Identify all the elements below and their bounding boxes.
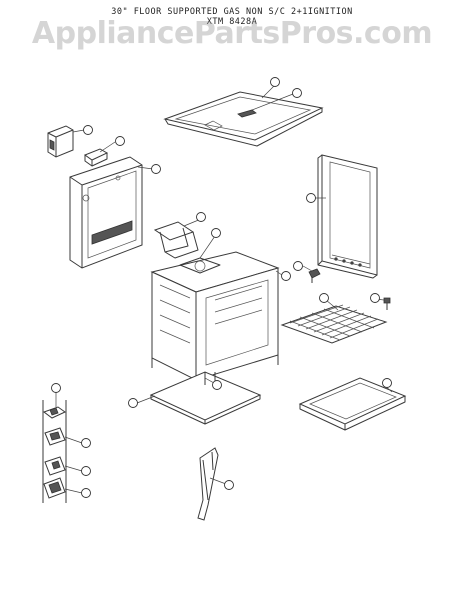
model-number: XTM 8428A: [206, 17, 258, 27]
callout-bubble[interactable]: [306, 193, 316, 203]
callout-bubble[interactable]: [81, 488, 91, 498]
part-callouts: [51, 77, 392, 498]
callout-bubble[interactable]: [293, 261, 303, 271]
diagram-title: 30" FLOOR SUPPORTED GAS NON S/C 2+1IGNIT…: [111, 7, 353, 17]
leg-part[interactable]: [197, 447, 219, 521]
callout-bubble[interactable]: [81, 466, 91, 476]
bracket-part[interactable]: [47, 125, 74, 158]
callout-bubble[interactable]: [115, 136, 125, 146]
callout-bubble[interactable]: [212, 380, 222, 390]
burner-bracket-part[interactable]: [153, 221, 199, 259]
callout-bubble[interactable]: [224, 480, 234, 490]
callout-bubble[interactable]: [319, 293, 329, 303]
broiler-pan-part[interactable]: [298, 377, 407, 431]
site-watermark: AppliancePartsPros.com: [31, 16, 433, 51]
callout-bubble[interactable]: [83, 125, 93, 135]
oven-rack-part[interactable]: [280, 304, 388, 344]
bolt-part[interactable]: [383, 297, 391, 310]
callout-bubble[interactable]: [370, 293, 380, 303]
hardware-stack[interactable]: [42, 400, 67, 503]
back-panel-part[interactable]: [69, 156, 143, 269]
igniter-part[interactable]: [308, 268, 321, 283]
callout-bubble[interactable]: [382, 378, 392, 388]
leader-lines: [55, 84, 393, 494]
callout-bubble[interactable]: [281, 271, 291, 281]
callout-bubble[interactable]: [292, 88, 302, 98]
callout-bubble[interactable]: [270, 77, 280, 87]
callout-bubble[interactable]: [128, 398, 138, 408]
side-panel-part[interactable]: [317, 154, 378, 279]
top-cover-part[interactable]: [163, 91, 324, 147]
callout-bubble[interactable]: [211, 228, 221, 238]
oven-body-part[interactable]: [150, 251, 280, 392]
callout-bubble[interactable]: [81, 438, 91, 448]
callout-bubble[interactable]: [151, 164, 161, 174]
base-plate-part[interactable]: [149, 371, 262, 425]
callout-bubble[interactable]: [196, 212, 206, 222]
control-part[interactable]: [83, 148, 109, 167]
callout-bubble[interactable]: [51, 383, 61, 393]
